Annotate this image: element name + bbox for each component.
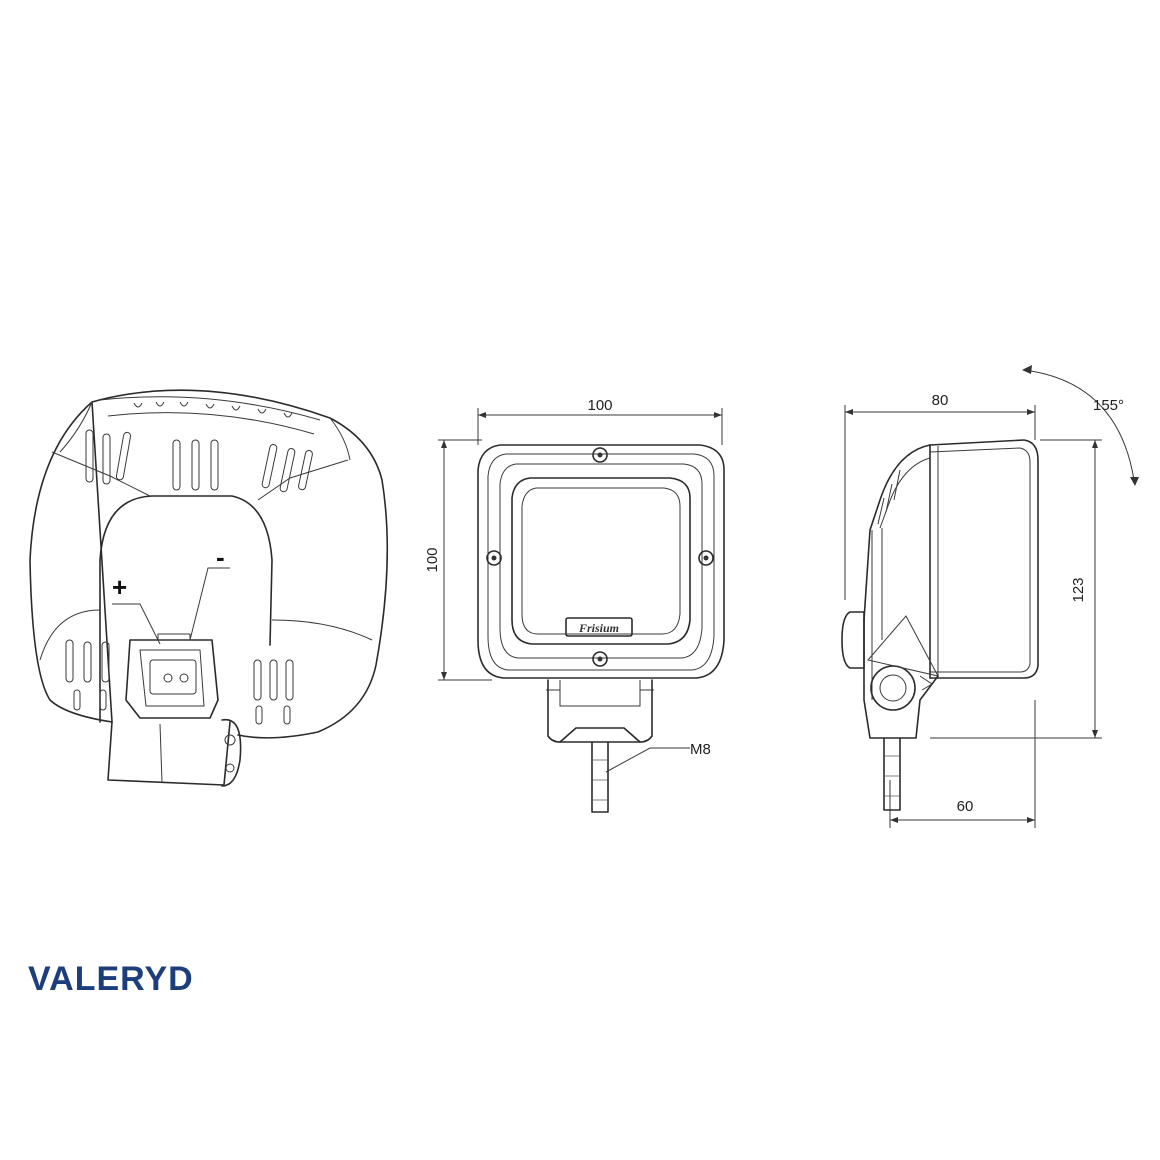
side-bolt	[883, 737, 901, 811]
front-lens	[511, 477, 691, 645]
back-mount-bracket	[107, 721, 231, 786]
side-angle-label: 155°	[1093, 397, 1124, 414]
back-view: + -	[29, 389, 389, 787]
bolt-label: M8	[690, 741, 711, 758]
back-housing-outline	[29, 389, 389, 739]
side-depth-label: 80	[932, 392, 949, 409]
connector	[125, 633, 219, 719]
side-base-label: 60	[957, 798, 974, 815]
side-housing	[929, 439, 1039, 679]
front-view: 100 100 Frisium M8	[424, 397, 725, 813]
front-bracket	[547, 679, 653, 743]
front-height-label: 100	[424, 547, 441, 572]
brand-logo: VALERYD	[28, 960, 194, 998]
front-badge-text: Frisium	[578, 621, 619, 635]
minus-label: -	[216, 542, 225, 572]
front-screws	[486, 447, 714, 667]
front-badge	[565, 617, 633, 637]
front-housing	[477, 444, 725, 679]
front-bolt	[591, 741, 609, 813]
front-width-label: 100	[587, 397, 612, 414]
side-height-label: 123	[1070, 577, 1087, 602]
side-view: 80 123 60 155°	[841, 365, 1139, 828]
plus-label: +	[112, 572, 127, 602]
